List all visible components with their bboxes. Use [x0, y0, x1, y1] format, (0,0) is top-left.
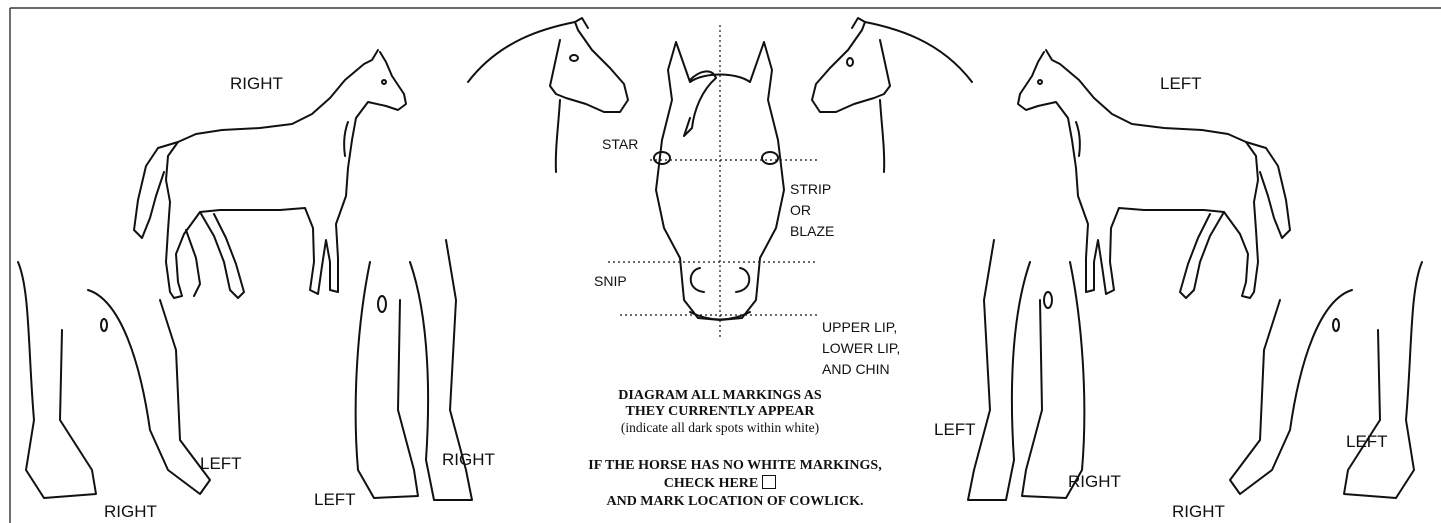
label-lower-lip: LOWER LIP, [822, 339, 900, 357]
instruction-line-6: AND MARK LOCATION OF COWLICK. [530, 494, 940, 510]
label-strip: STRIP [790, 180, 831, 198]
label-chin: AND CHIN [822, 360, 890, 378]
label-upper-lip: UPPER LIP, [822, 318, 897, 336]
legs-front-right-view[interactable] [18, 262, 210, 498]
label-leg-right-2: RIGHT [442, 450, 495, 470]
label-leg-right-1: RIGHT [104, 502, 157, 522]
label-star: STAR [602, 135, 638, 153]
front-face[interactable] [608, 25, 818, 340]
horse-left-side[interactable] [1018, 50, 1290, 298]
instruction-line-3: (indicate all dark spots within white) [540, 420, 900, 436]
label-leg-right-4: RIGHT [1172, 502, 1225, 522]
label-right-horse: RIGHT [230, 74, 283, 94]
no-markings-checkbox[interactable] [762, 475, 776, 489]
legs-rear-left-view[interactable] [1230, 262, 1422, 498]
label-left-horse: LEFT [1160, 74, 1202, 94]
instruction-line-5: CHECK HERE [664, 476, 759, 491]
instruction-line-1: DIAGRAM ALL MARKINGS AS [560, 388, 880, 404]
label-blaze: BLAZE [790, 222, 834, 240]
label-or: OR [790, 201, 811, 219]
label-leg-left-4: LEFT [1346, 432, 1388, 452]
label-leg-left-3: LEFT [934, 420, 976, 440]
instruction-line-2: THEY CURRENTLY APPEAR [560, 404, 880, 420]
no-markings-row: CHECK HERE [560, 475, 880, 492]
legs-front-left-view[interactable] [968, 240, 1084, 500]
instruction-line-4: IF THE HORSE HAS NO WHITE MARKINGS, [530, 458, 940, 474]
label-leg-right-3: RIGHT [1068, 472, 1121, 492]
label-snip: SNIP [594, 272, 627, 290]
head-profile-left[interactable] [812, 18, 972, 172]
label-leg-left-2: LEFT [314, 490, 356, 510]
label-leg-left-1: LEFT [200, 454, 242, 474]
